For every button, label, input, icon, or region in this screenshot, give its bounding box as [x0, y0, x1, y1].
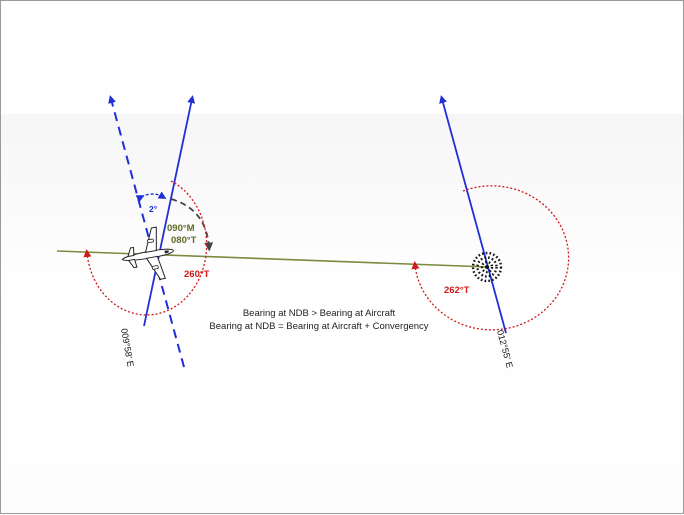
bearing-arc-ndb	[411, 185, 570, 331]
bearing-arc-aircraft	[83, 180, 208, 316]
relation-text-2: Bearing at NDB = Bearing at Aircraft + C…	[209, 321, 428, 332]
meridian-ndb	[439, 95, 507, 334]
bearing-ndb-label: 262°T	[444, 285, 470, 296]
meridian-left-label: 009°58' E	[119, 328, 136, 368]
bearing-aircraft-label: 260°T	[184, 269, 210, 280]
convergency-angle-label: 2°	[149, 204, 158, 214]
meridian-aircraft-dashed	[108, 95, 185, 368]
meridian-aircraft-true	[143, 95, 196, 327]
ndb-beacon-icon	[471, 251, 503, 283]
great-circle-line	[56, 250, 490, 268]
convergency-arc	[135, 191, 167, 203]
heading-arc	[170, 198, 214, 252]
meridian-right-label: 012°55' E	[495, 329, 515, 369]
magnetic-heading-label: 090°M	[167, 223, 195, 234]
aircraft-icon	[121, 226, 174, 280]
true-heading-label: 080°T	[171, 235, 197, 246]
relation-text-1: Bearing at NDB > Bearing at Aircraft	[243, 308, 396, 319]
